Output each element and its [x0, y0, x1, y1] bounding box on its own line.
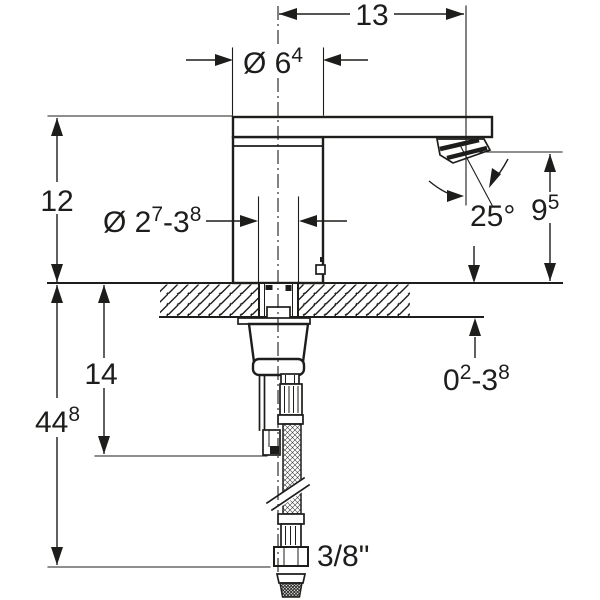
hose-fitting-upper [279, 383, 303, 416]
arrowhead [240, 215, 258, 227]
dim-outlet-angle: 25° [428, 146, 515, 233]
label-halo [40, 182, 74, 214]
dim-connection-thread-label: 3/8" [317, 540, 369, 573]
dim-mounting-depth-label: 14 [84, 358, 117, 391]
dim-hole-diameter-label: Ø 27-38 [103, 203, 201, 239]
hose-neck [280, 373, 300, 385]
arrowhead [51, 264, 63, 282]
dim-spout-height: 12 [40, 115, 233, 282]
dim-outlet-height: 95 [467, 151, 566, 283]
dim-hole-diameter: Ø 27-38 [103, 196, 347, 284]
arrowhead [98, 436, 110, 454]
arrowhead [489, 168, 501, 188]
hose-collar-upper [277, 414, 304, 425]
dim-body-diameter: Ø 64 [186, 44, 368, 116]
connection-hex-nut [273, 546, 309, 567]
under-counter-assembly [237, 282, 311, 598]
hose-break-line [265, 476, 306, 505]
arrowhead [51, 547, 63, 565]
arrowhead [544, 263, 556, 281]
faucet-spout [231, 115, 494, 139]
dim-spout-height-label: 12 [40, 185, 73, 218]
dim-spout-projection-label: 13 [355, 0, 388, 32]
arrowhead [469, 318, 481, 336]
outlet-aerator-stripe [446, 145, 488, 161]
dim-outlet-angle-label: 25° [470, 200, 515, 233]
dim-deck-thickness: 02-38 [443, 318, 510, 397]
dim-deck-thickness-label: 02-38 [443, 361, 510, 397]
label-halo [529, 192, 566, 223]
countertop [47, 282, 563, 318]
dim-body-diameter-label: Ø 64 [243, 44, 303, 80]
dim-hose-length-label: 448 [35, 403, 80, 439]
angle-leg-line [460, 146, 493, 206]
label-halo [240, 44, 306, 76]
hose-break-gap [265, 479, 311, 511]
label-halo [31, 398, 89, 437]
strainer-cap [275, 573, 307, 584]
flow-arrowhead [468, 265, 480, 283]
arrowhead [299, 215, 317, 227]
arrowhead [51, 285, 63, 303]
arrowhead [279, 8, 297, 20]
sensor-window [315, 264, 326, 275]
dim-outlet-height-label: 95 [531, 191, 559, 227]
countertop-hatch-right [298, 284, 410, 316]
bracket-nut [270, 446, 279, 454]
dim-spout-projection: 13 [279, 0, 467, 206]
arrowhead [447, 190, 464, 202]
strainer-mesh [279, 582, 303, 598]
sensor-mark [320, 257, 324, 262]
dim-connection-thread: 3/8" [317, 540, 369, 573]
dim-hose-length: 448 [31, 285, 271, 568]
arrowhead [98, 285, 110, 303]
arrowhead [51, 118, 63, 136]
dim-mounting-depth: 14 [84, 285, 268, 457]
label-halo [84, 358, 118, 388]
arrowhead [323, 54, 341, 66]
arrowhead [215, 54, 233, 66]
hose-collar-lower [277, 513, 305, 525]
arrowhead [446, 8, 464, 20]
label-halo [350, 1, 394, 27]
outlet-aerator-stripe [439, 137, 480, 152]
arrowhead [544, 154, 556, 172]
shank-detail-mark [285, 285, 292, 291]
shank-detail-mark [265, 285, 273, 290]
countertop-hatch-left [160, 284, 259, 316]
